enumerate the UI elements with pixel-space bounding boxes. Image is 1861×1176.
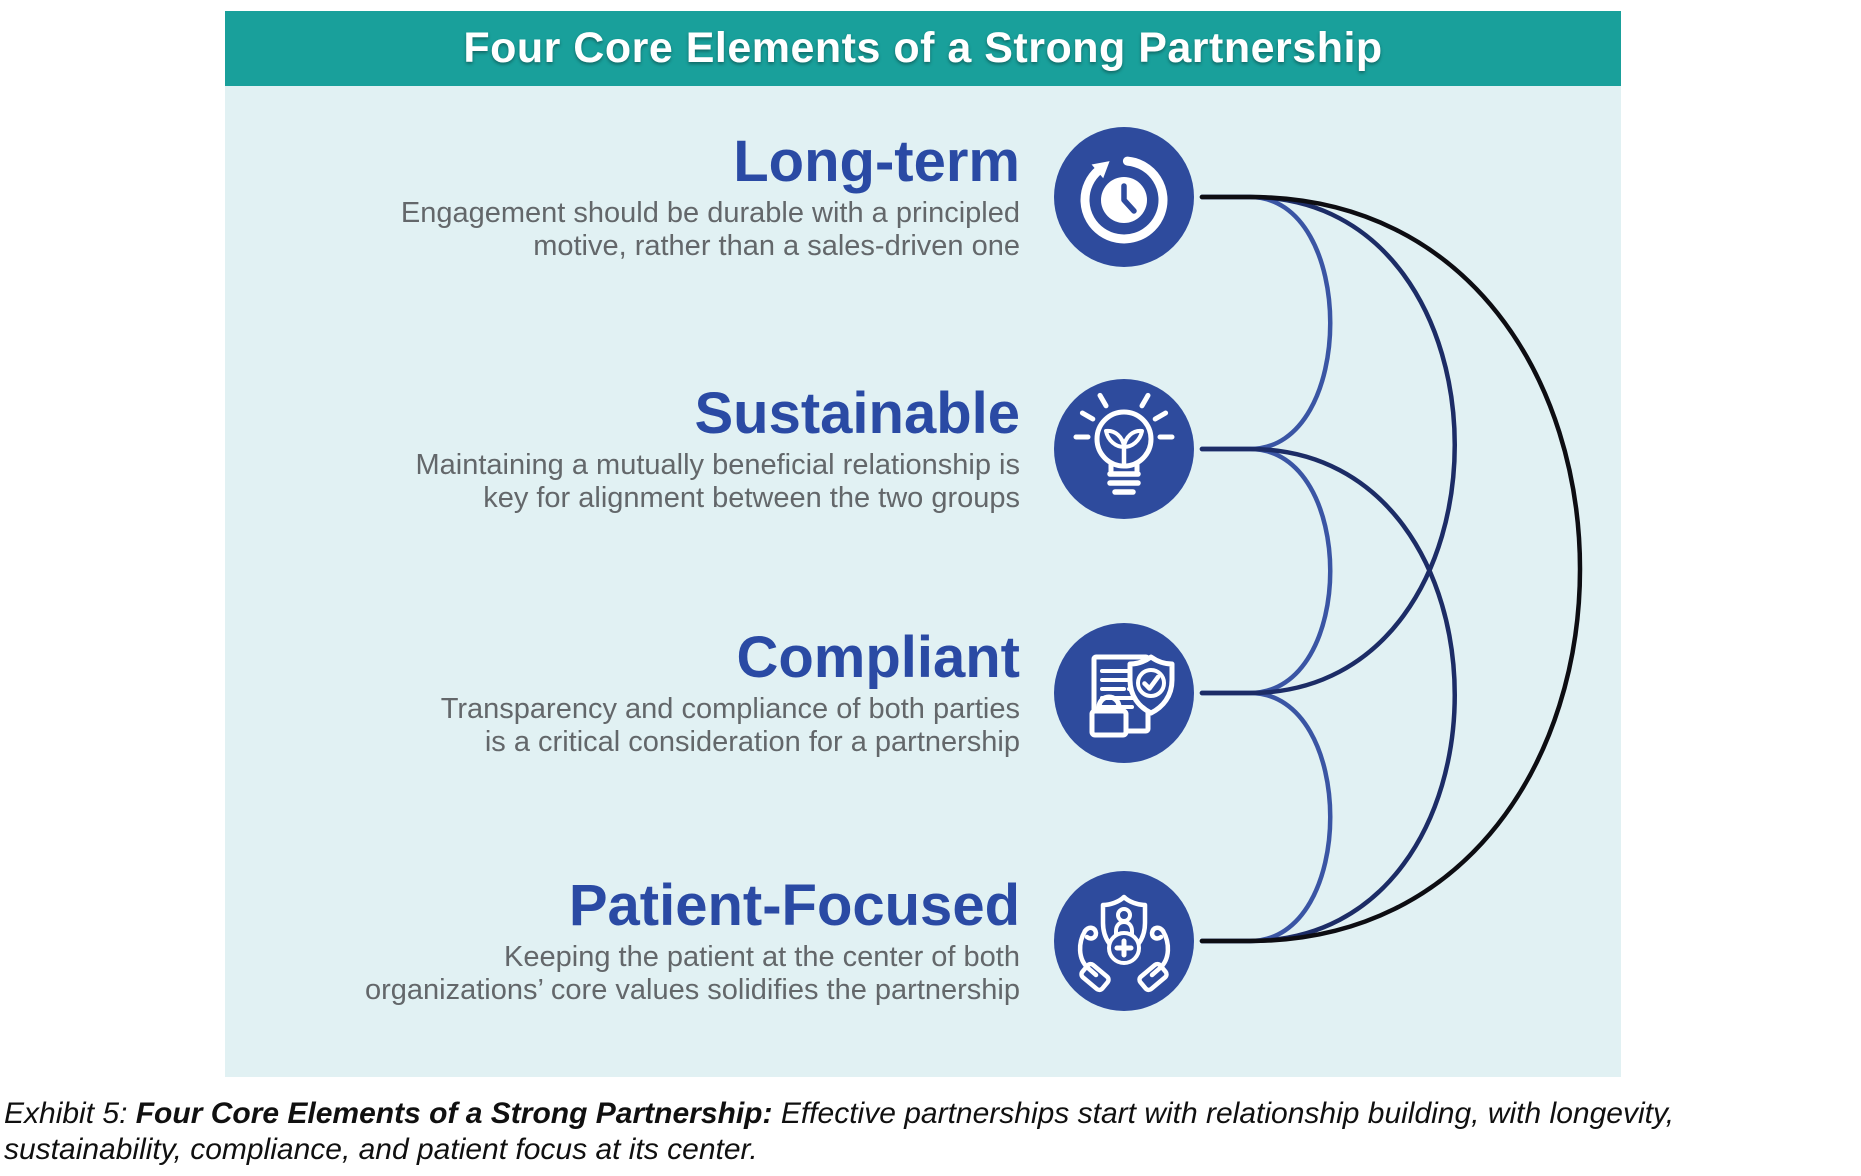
figure-header: Four Core Elements of a Strong Partnersh… bbox=[225, 11, 1621, 86]
section-heading: Patient-Focused bbox=[568, 873, 1020, 939]
arc-compliant-patient bbox=[1199, 690, 1333, 944]
arc-longterm-sustainable bbox=[1199, 194, 1333, 452]
figure-title: Four Core Elements of a Strong Partnersh… bbox=[463, 24, 1383, 72]
section-heading: Long-term bbox=[733, 129, 1020, 195]
clock-refresh-icon bbox=[1054, 127, 1194, 267]
caption-body-line2: sustainability, compliance, and patient … bbox=[4, 1133, 758, 1166]
section-long-term: Long-term Engagement should be durable w… bbox=[225, 122, 1194, 272]
section-long-term-text: Long-term Engagement should be durable w… bbox=[225, 131, 1020, 262]
hands-shield-patient-icon bbox=[1054, 871, 1194, 1011]
section-description: Keeping the patient at the center of bot… bbox=[364, 940, 1020, 1006]
document-shield-lock-icon bbox=[1054, 623, 1194, 763]
section-heading: Sustainable bbox=[694, 381, 1020, 447]
arc-longterm-patient bbox=[1199, 194, 1583, 944]
arc-sustainable-patient bbox=[1199, 446, 1457, 944]
section-description: Maintaining a mutually beneficial relati… bbox=[415, 448, 1021, 514]
caption-title: Four Core Elements of a Strong Partnersh… bbox=[135, 1097, 781, 1130]
section-patient-focused-text: Patient-Focused Keeping the patient at t… bbox=[225, 875, 1020, 1006]
figure-body: Long-term Engagement should be durable w… bbox=[225, 86, 1621, 1077]
section-heading: Compliant bbox=[736, 625, 1020, 691]
section-compliant-text: Compliant Transparency and compliance of… bbox=[225, 627, 1020, 758]
arc-sustainable-compliant bbox=[1199, 446, 1333, 696]
section-patient-focused: Patient-Focused Keeping the patient at t… bbox=[225, 866, 1194, 1016]
arc-longterm-compliant bbox=[1199, 194, 1457, 696]
section-compliant: Compliant Transparency and compliance of… bbox=[225, 618, 1194, 768]
caption-body-line1: Effective partnerships start with relati… bbox=[780, 1097, 1675, 1130]
bulb-plant-icon bbox=[1054, 379, 1194, 519]
section-sustainable: Sustainable Maintaining a mutually benef… bbox=[225, 374, 1194, 524]
partnership-figure: Four Core Elements of a Strong Partnersh… bbox=[225, 11, 1621, 1077]
section-description: Engagement should be durable with a prin… bbox=[400, 196, 1020, 262]
section-sustainable-text: Sustainable Maintaining a mutually benef… bbox=[225, 381, 1021, 514]
caption-exhibit-label: Exhibit 5: bbox=[4, 1097, 136, 1130]
section-description: Transparency and compliance of both part… bbox=[440, 692, 1020, 758]
figure-caption: Exhibit 5: Four Core Elements of a Stron… bbox=[4, 1096, 1857, 1168]
